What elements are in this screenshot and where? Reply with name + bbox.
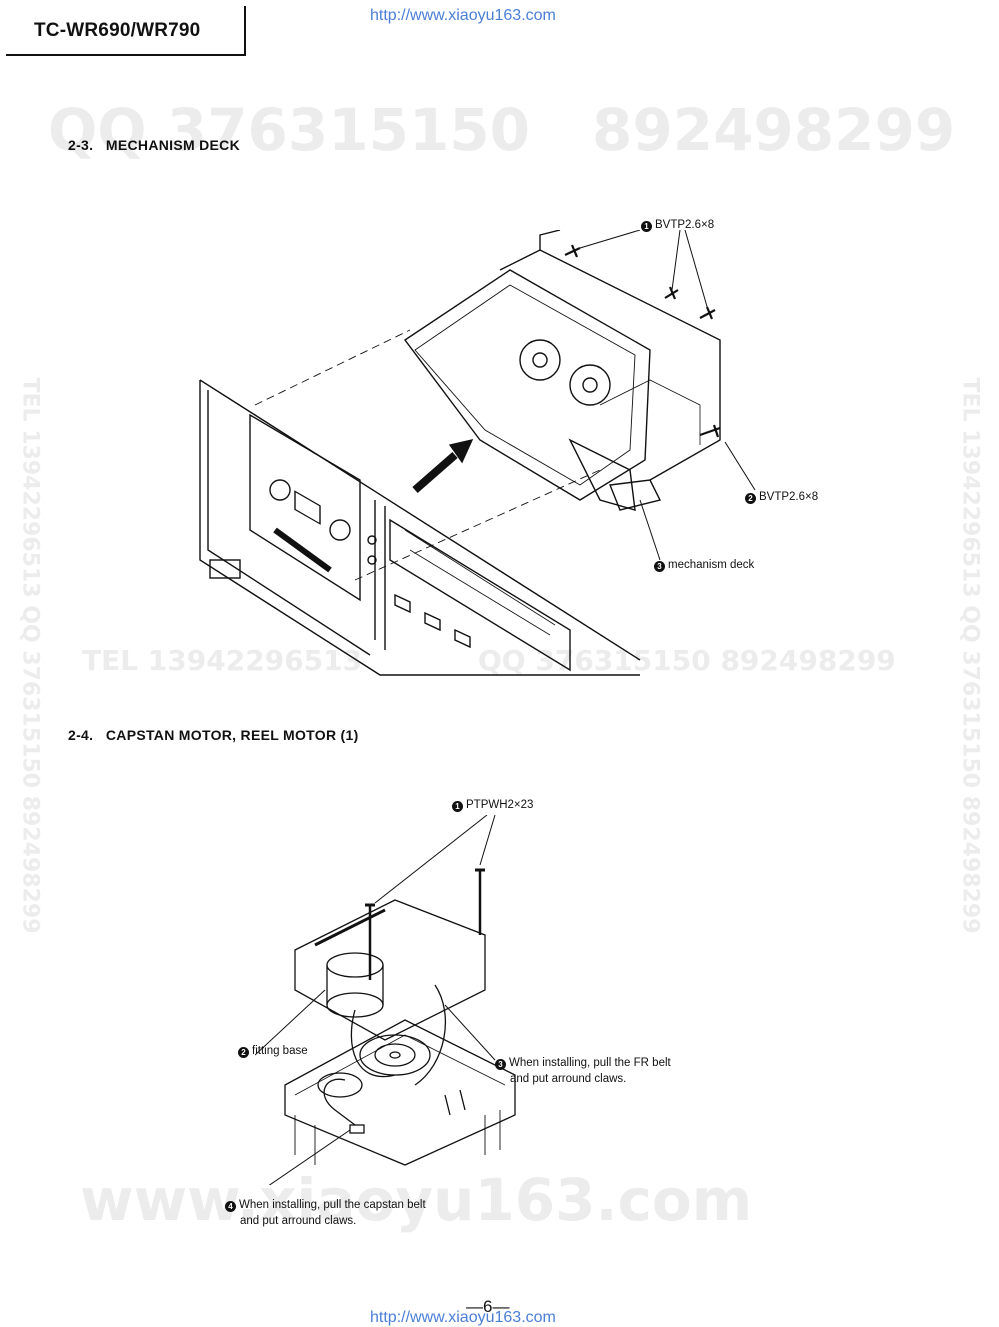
section-title-capstan-motor: 2-4. CAPSTAN MOTOR, REEL MOTOR (1) (68, 727, 359, 743)
watermark-tel-mid: TEL 13942296513 (82, 644, 363, 677)
capstan-reel-motor-diagram (255, 815, 516, 1185)
watermark-side-right: TEL 13942296513 QQ 376315150 892498299 (957, 377, 983, 934)
callout-number: 1 (452, 801, 463, 812)
section-title-mechanism-deck: 2-3. MECHANISM DECK (68, 137, 240, 153)
watermark-qq-top-b: 892498299 (592, 96, 956, 164)
callout-number: 1 (641, 221, 652, 232)
label-text: BVTP2.6×8 (759, 491, 819, 503)
label-text-line1: When installing, pull the capstan belt (239, 1199, 426, 1211)
watermark-qq-mid: QQ 376315150 892498299 (478, 644, 896, 677)
label-text-line1: When installing, pull the FR belt (509, 1057, 671, 1069)
label-text: fitting base (252, 1045, 308, 1057)
watermark-qq-top: QQ 376315150 (48, 96, 531, 164)
callout-number: 4 (225, 1201, 236, 1212)
page-number: —6— (466, 1297, 510, 1316)
callout-number: 3 (495, 1059, 506, 1070)
label-text: BVTP2.6×8 (655, 219, 715, 231)
model-header-box: TC-WR690/WR790 (6, 6, 246, 56)
mechanism-deck-diagram (199, 230, 756, 676)
label-text: mechanism deck (668, 559, 755, 571)
label-text-line2: and put arround claws. (510, 1073, 627, 1085)
label-text: PTPWH2×23 (466, 799, 534, 811)
watermark-side-left: TEL 13942296513 QQ 376315150 892498299 (17, 377, 43, 934)
model-title: TC-WR690/WR790 (34, 20, 201, 41)
callout-number: 2 (745, 493, 756, 504)
url-link-bottom[interactable]: http://www.xiaoyu163.com (370, 1309, 556, 1326)
callout-number: 3 (654, 561, 665, 572)
callout-number: 2 (238, 1047, 249, 1058)
label-text-line2: and put arround claws. (240, 1215, 357, 1227)
watermark-www-bottom: www.xiaoyu163.com (80, 1166, 753, 1234)
url-link-top[interactable]: http://www.xiaoyu163.com (370, 7, 556, 24)
